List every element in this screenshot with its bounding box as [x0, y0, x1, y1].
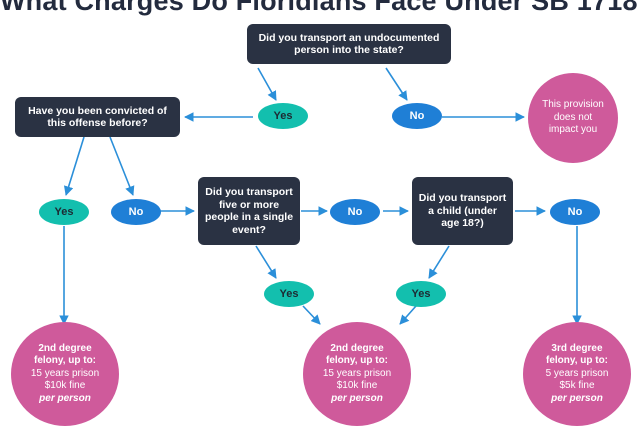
arrow-q4-yes [428, 245, 450, 279]
outcome-no-impact: This provision does not impact you [528, 73, 618, 163]
outcome-note: per person [39, 392, 91, 404]
question-convicted-before: Have you been convicted of this offense … [15, 97, 180, 137]
answer-no-q3: No [330, 199, 380, 225]
answer-no-q2: No [111, 199, 161, 225]
outcome-prison: 15 years prison [322, 367, 392, 379]
arrow-q3-yes [255, 245, 277, 279]
question-transport-child-text: Did you transport a child (under age 18?… [418, 192, 507, 230]
arrow-q2-yes [63, 136, 85, 196]
outcome-second-degree-left: 2nd degree felony, up to: 15 years priso… [11, 322, 119, 426]
outcome-heading: 2nd degree felony, up to: [325, 342, 389, 367]
outcome-fine: $10k fine [336, 380, 378, 392]
page-title: What Charges Do Floridians Face Under SB… [0, 0, 640, 16]
outcome-fine: $10k fine [44, 380, 86, 392]
outcome-heading: 2nd degree felony, up to: [33, 342, 97, 367]
arrow-q1-yes [257, 67, 277, 101]
answer-no-q1: No [392, 103, 442, 129]
question-convicted-before-text: Have you been convicted of this offense … [28, 104, 167, 130]
question-transport-into-state: Did you transport an undocumented person… [247, 24, 451, 64]
question-five-or-more: Did you transport five or more people in… [198, 177, 300, 245]
outcome-heading: 3rd degree felony, up to: [545, 342, 609, 367]
outcome-note: per person [331, 392, 383, 404]
outcome-prison: 15 years prison [30, 367, 100, 379]
arrow-yes-outcome-center-b [399, 305, 417, 325]
question-transport-into-state-text: Did you transport an undocumented person… [258, 31, 440, 57]
outcome-note: per person [551, 392, 603, 404]
arrow-q2-no [109, 136, 135, 196]
answer-no-q4: No [550, 199, 600, 225]
outcome-second-degree-center: 2nd degree felony, up to: 15 years priso… [303, 322, 411, 426]
question-five-or-more-text: Did you transport five or more people in… [204, 186, 294, 236]
answer-yes-q2: Yes [39, 199, 89, 225]
outcome-fine: $5k fine [559, 380, 595, 392]
arrow-yes-outcome-center-a [302, 305, 321, 325]
outcome-no-impact-text: This provision does not impact you [542, 99, 604, 136]
answer-yes-q3: Yes [264, 281, 314, 307]
outcome-third-degree: 3rd degree felony, up to: 5 years prison… [523, 322, 631, 426]
answer-yes-q4: Yes [396, 281, 446, 307]
question-transport-child: Did you transport a child (under age 18?… [412, 177, 513, 245]
arrow-q1-no [385, 67, 408, 101]
answer-yes-q1: Yes [258, 103, 308, 129]
outcome-prison: 5 years prison [545, 367, 609, 379]
